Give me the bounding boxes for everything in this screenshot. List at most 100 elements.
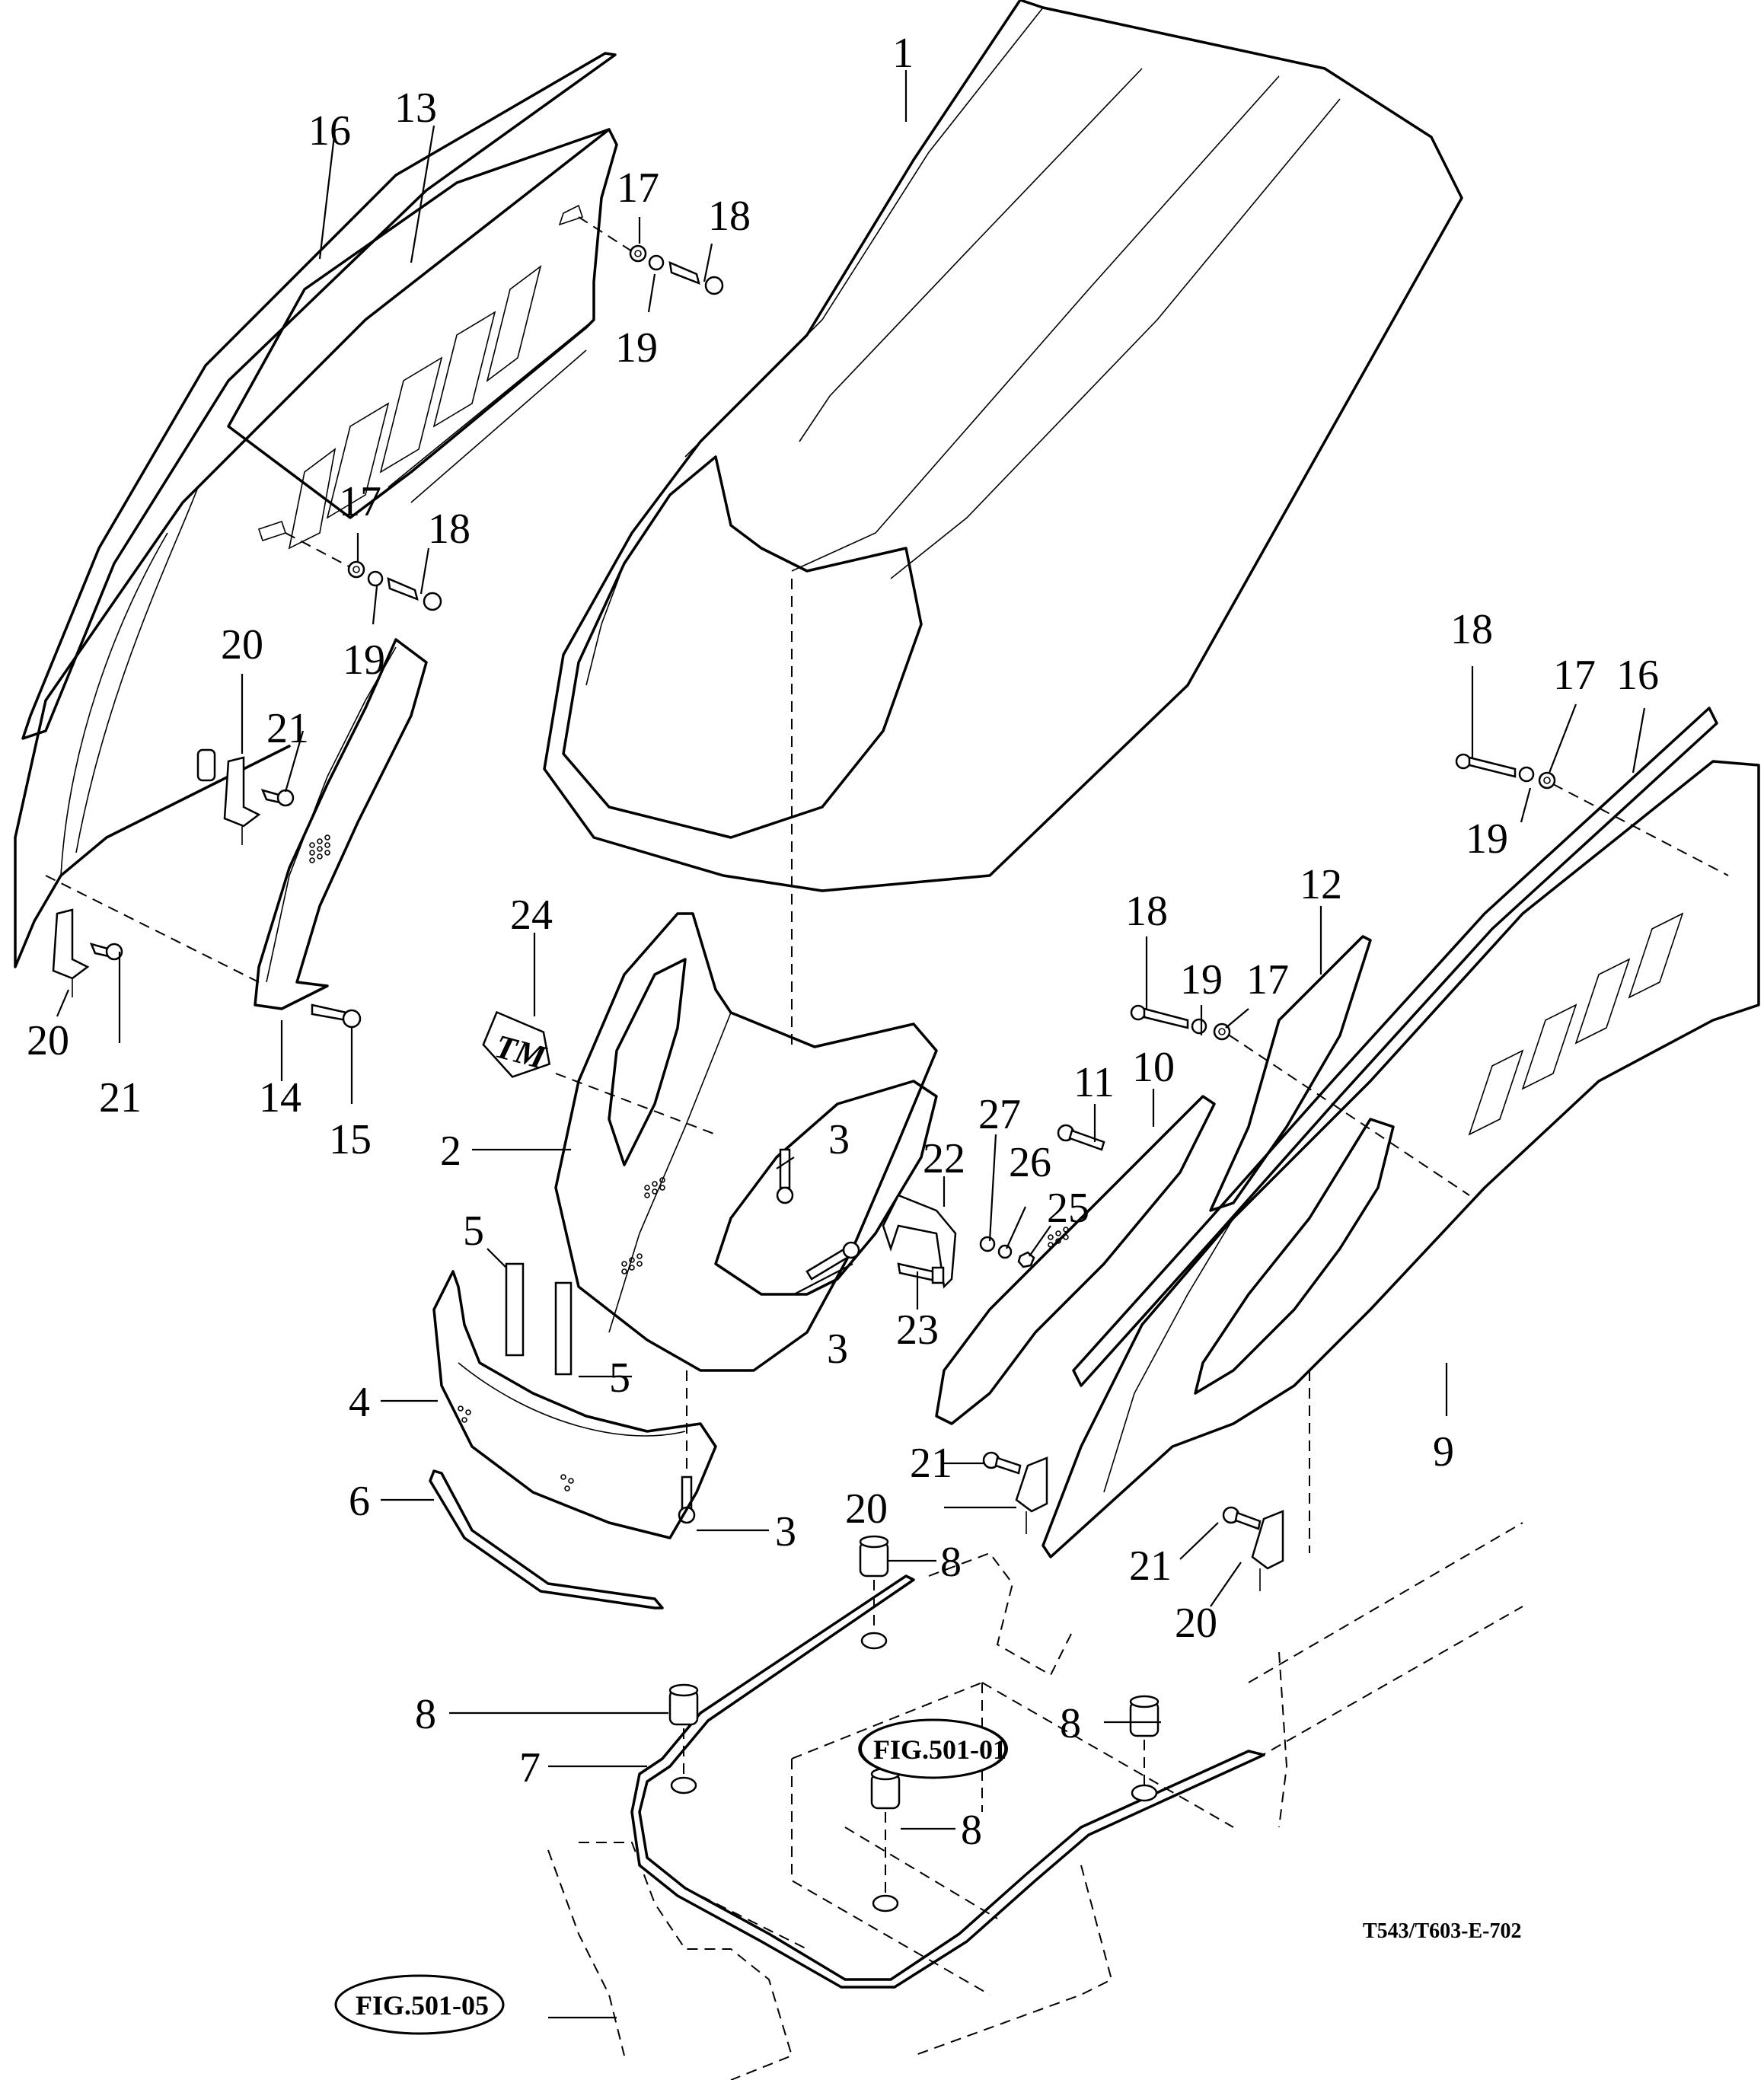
callout-16: 16: [1616, 652, 1659, 699]
figure-ref-501-05-label: FIG.501-05: [356, 1990, 489, 2021]
left-panel-to-grill-line: [45, 875, 260, 983]
part-hood: [543, 0, 1463, 892]
callout-12: 12: [1300, 861, 1342, 908]
callout-27: 27: [978, 1091, 1021, 1138]
drawing-number: T543/T603-E-702: [1363, 1919, 1521, 1943]
mesh-pattern: [309, 834, 330, 863]
frame-dashed-outlines: [547, 1522, 1523, 2080]
mesh-pattern-right: [1048, 1227, 1069, 1248]
callout-24: 24: [510, 892, 553, 939]
callout-10: 10: [1132, 1044, 1175, 1091]
callout-18: 18: [428, 506, 471, 553]
bolt-3-upper: [776, 1148, 794, 1204]
callout-17: 17: [1246, 956, 1289, 1003]
callout-17: 17: [339, 478, 381, 525]
hinge-bracket-left-lower: [52, 908, 90, 997]
part-left-vent-panel: [254, 638, 428, 1010]
leader-lines: [56, 70, 1646, 2019]
callout-13: 13: [394, 85, 437, 132]
callout-8: 8: [415, 1691, 436, 1738]
bolt-21-left-lower: [89, 943, 123, 961]
callout-20: 20: [1175, 1600, 1217, 1647]
vent-slots-right: [1468, 912, 1684, 1136]
rubber-mount-8-top: [859, 1535, 889, 1650]
callout-15: 15: [329, 1116, 372, 1163]
mesh-pattern-apron: [458, 1405, 574, 1491]
part-right-vent-panel-10: [935, 1095, 1216, 1425]
bolt-23: [897, 1262, 945, 1284]
callout-2: 2: [440, 1128, 461, 1175]
vent-slots-left: [288, 265, 542, 550]
figure-ref-501-01-label: FIG.501-01: [873, 1734, 1006, 1765]
callout-8: 8: [940, 1539, 962, 1586]
part-front-grille: [554, 912, 938, 1372]
part-base-frame: [630, 1574, 1265, 1989]
callout-18: 18: [1125, 888, 1168, 935]
callout-9: 9: [1433, 1428, 1454, 1475]
part-right-panel-12: [1209, 935, 1372, 1212]
bolt-11: [1057, 1124, 1105, 1151]
hinge-bracket-right-a: [1015, 1456, 1048, 1534]
callout-3: 3: [827, 1326, 848, 1373]
callout-6: 6: [349, 1478, 370, 1525]
callout-5: 5: [463, 1207, 484, 1255]
part-left-side-panel: [14, 52, 618, 968]
part-lower-front-apron: [432, 1270, 717, 1539]
callout-16: 16: [308, 107, 351, 155]
hinge-bracket-right-b: [1251, 1510, 1284, 1591]
bolt-21-right-a: [982, 1451, 1022, 1475]
callout-19: 19: [615, 324, 658, 372]
bracket-22: [882, 1194, 957, 1289]
fastener-set-mid-left: [257, 520, 442, 611]
callout-19: 19: [1180, 956, 1223, 1003]
callout-21: 21: [910, 1440, 952, 1487]
callout-17: 17: [617, 164, 659, 212]
callout-14: 14: [259, 1074, 301, 1121]
fastener-set-top-left: [558, 204, 724, 295]
strip-6: [429, 1469, 664, 1609]
callout-20: 20: [845, 1485, 888, 1533]
callout-8: 8: [1060, 1700, 1081, 1747]
hinge-bracket-left-upper: [196, 748, 261, 845]
rubber-mount-8-right: [1129, 1695, 1160, 1802]
callout-3: 3: [828, 1116, 850, 1163]
callout-5: 5: [609, 1354, 630, 1402]
callout-25: 25: [1047, 1185, 1089, 1232]
callout-21: 21: [99, 1074, 142, 1121]
callout-8: 8: [961, 1807, 982, 1854]
seal-5-right: [554, 1281, 573, 1376]
emblem-tm: TM: [482, 1010, 550, 1078]
callout-18: 18: [708, 193, 751, 240]
bolt-3-middle: [805, 1241, 860, 1281]
callout-19: 19: [1466, 815, 1508, 863]
rubber-mount-8-left: [668, 1683, 699, 1794]
callout-7: 7: [519, 1744, 541, 1791]
callout-21: 21: [1129, 1542, 1172, 1590]
washer-26: [997, 1244, 1013, 1259]
callout-4: 4: [349, 1379, 370, 1426]
rubber-mount-8-center: [870, 1767, 901, 1913]
callout-labels: 1 2 3 3 3 4 5 5 6 7 8 8 8 8 9 10 11 12 1…: [27, 30, 1659, 1854]
callout-18: 18: [1450, 606, 1493, 653]
bolt-15: [311, 1003, 362, 1029]
emblem-mount-line: [555, 1073, 716, 1135]
callout-17: 17: [1553, 652, 1596, 699]
callout-20: 20: [221, 621, 263, 668]
callout-1: 1: [892, 30, 914, 77]
bolt-21-right-b: [1222, 1506, 1262, 1530]
callout-21: 21: [266, 705, 309, 752]
callout-26: 26: [1009, 1139, 1051, 1186]
callout-20: 20: [27, 1017, 69, 1064]
seal-5-left: [505, 1262, 525, 1357]
nut-25: [1017, 1251, 1035, 1268]
washer-27: [979, 1236, 996, 1252]
callout-3: 3: [775, 1508, 796, 1555]
bolt-21-left-upper: [260, 789, 295, 807]
callout-11: 11: [1073, 1059, 1115, 1106]
mesh-pattern-grille: [621, 1177, 665, 1274]
callout-23: 23: [896, 1306, 939, 1354]
fastener-set-right-upper: [1455, 753, 1729, 876]
figure-ref-501-05[interactable]: FIG.501-05: [334, 1974, 505, 2035]
figure-ref-501-01[interactable]: FIG.501-01: [858, 1718, 1009, 1779]
